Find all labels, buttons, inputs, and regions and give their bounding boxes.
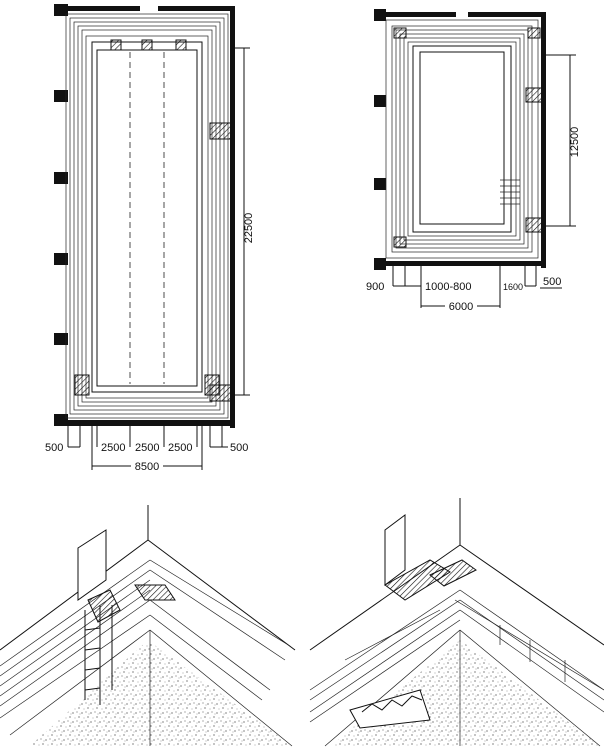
dim-small-total: 6000 [449, 301, 473, 313]
dim-small-1: 1000-800 [425, 281, 472, 293]
pool-ladder [84, 605, 113, 705]
dim-height-large: 22500 [243, 213, 255, 244]
pool-steps [349, 689, 431, 729]
dim-height-small: 12500 [569, 127, 581, 158]
large-pool-plan: 22500 500 2500 2500 2500 500 8500 [45, 4, 255, 473]
dim-large-3: 2500 [168, 442, 192, 454]
perspective-ladder-corner [0, 505, 296, 747]
left-columns [54, 4, 68, 426]
dim-large-1: 2500 [101, 442, 125, 454]
perspective-steps-corner [309, 498, 604, 747]
dim-large-2: 2500 [135, 442, 159, 454]
dim-large-0: 500 [45, 442, 63, 454]
overflow-gutter [344, 599, 604, 691]
dim-large-total: 8500 [135, 461, 159, 473]
dim-small-0: 900 [366, 281, 384, 293]
dim-small-3: 500 [543, 276, 561, 288]
dim-small-2: 1600 [503, 282, 523, 292]
dim-large-4: 500 [230, 442, 248, 454]
small-pool-plan: 12500 900 1000-800 1600 500 6000 [366, 9, 581, 313]
